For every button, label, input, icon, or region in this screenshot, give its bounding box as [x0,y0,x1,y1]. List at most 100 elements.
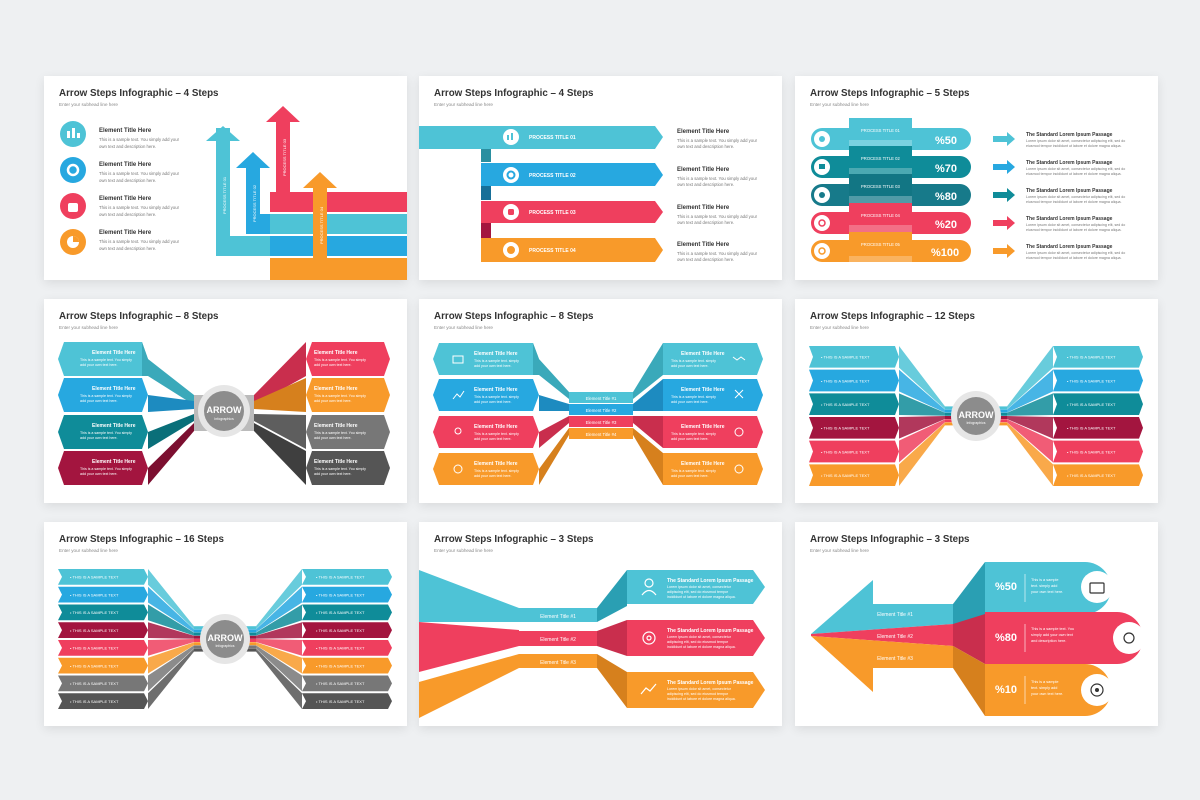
step-band [1053,369,1143,392]
slide-2[interactable]: Arrow Steps Infographic – 4 Steps Enter … [419,76,782,280]
svg-text:Element Title Here: Element Title Here [314,350,358,356]
svg-text:eiusmod tempor incididunt ut l: eiusmod tempor incididunt ut labore et d… [1026,228,1122,232]
step-band [58,586,148,603]
slide-subtitle: Enter your subhead line here [59,548,118,553]
svg-text:PROCESS TITLE 04: PROCESS TITLE 04 [861,213,900,218]
svg-text:%50: %50 [935,135,957,147]
svg-text:Element Title Here: Element Title Here [681,461,725,467]
step-band [58,622,148,638]
step-label: • THIS IS A SAMPLE TEXT [821,402,870,407]
slide-title: Arrow Steps Infographic – 5 Steps [810,88,970,99]
svg-text:Element Title Here: Element Title Here [314,459,358,465]
svg-text:%50: %50 [995,581,1017,593]
svg-text:This is a sample text. You sim: This is a sample text. You simply [314,467,366,471]
slide-subtitle: Enter your subhead line here [810,548,869,553]
briefcase-icon [819,164,825,169]
svg-text:PROCESS TITLE 02: PROCESS TITLE 02 [252,184,257,222]
step-label: • THIS IS A SAMPLE TEXT [821,378,870,383]
svg-text:Element Title Here: Element Title Here [677,242,730,248]
svg-text:eiusmod tempor incididunt ut l: eiusmod tempor incididunt ut labore et d… [1026,172,1122,176]
slide-title: Arrow Steps Infographic – 4 Steps [59,88,219,99]
svg-text:This is a sample: This is a sample [1031,680,1058,684]
svg-text:ARROW: ARROW [207,405,242,415]
svg-text:The Standard Lorem Ipsum Passa: The Standard Lorem Ipsum Passage [1026,160,1113,166]
target-icon [734,464,744,474]
step-band [58,693,148,709]
step-label: • THIS IS A SAMPLE TEXT [1067,355,1116,360]
target-icon [818,247,826,255]
svg-text:text. simply add: text. simply add [1031,584,1057,588]
svg-text:This is a sample text. You sim: This is a sample text. You simply [314,358,366,362]
slide-7[interactable]: Arrow Steps Infographic – 16 Steps Enter… [44,522,407,726]
svg-text:Element Title #1: Element Title #1 [586,396,617,401]
step-band [302,675,392,692]
handshake-icon [819,192,825,198]
target-icon [1090,683,1104,697]
svg-text:Lorem ipsum dolor sit amet, co: Lorem ipsum dolor sit amet, consectetur … [1026,167,1125,171]
step-label: • THIS IS A SAMPLE TEXT [316,699,365,704]
svg-text:Lorem ipsum dolor sit amet, co: Lorem ipsum dolor sit amet, consectetur [667,585,732,589]
slide4-graphic: ARROW Infographics Element Title Here Th… [58,342,390,485]
svg-text:Element Title #1: Element Title #1 [877,612,913,618]
slide-subtitle: Enter your subhead line here [810,102,869,107]
step-label: • THIS IS A SAMPLE TEXT [70,663,119,668]
svg-text:Lorem ipsum dolor sit amet, co: Lorem ipsum dolor sit amet, consectetur … [1026,251,1125,255]
slide6-graphic: • THIS IS A SAMPLE TEXT • THIS IS A SAMPL… [809,346,1143,486]
svg-text:PROCESS TITLE 03: PROCESS TITLE 03 [282,138,287,176]
step-band [809,440,899,463]
user-icon [454,427,462,435]
slide-title: Arrow Steps Infographic – 12 Steps [810,311,975,322]
svg-text:own text and description here.: own text and description here. [677,144,734,149]
svg-text:add your own text here.: add your own text here. [314,472,352,476]
step-band [58,569,148,585]
svg-text:Element Title #3: Element Title #3 [586,420,617,425]
svg-text:Element Title Here: Element Title Here [677,205,730,211]
svg-text:and description here.: and description here. [1031,639,1066,643]
svg-text:%80: %80 [995,632,1017,644]
svg-text:PROCESS TITLE 03: PROCESS TITLE 03 [529,210,576,216]
step-label: • THIS IS A SAMPLE TEXT [316,592,365,597]
svg-text:%100: %100 [931,247,959,259]
step-label: • THIS IS A SAMPLE TEXT [70,699,119,704]
slide-4[interactable]: Arrow Steps Infographic – 8 Steps Enter … [44,299,407,503]
target-icon [642,631,656,645]
slide2-graphic: PROCESS TITLE 01 PROCESS TITLE 02 PROCES… [419,126,758,262]
step-band [58,640,148,656]
svg-text:eiusmod tempor incididunt ut l: eiusmod tempor incididunt ut labore et d… [1026,256,1122,260]
svg-text:adipiscing elit, sed do eiusmo: adipiscing elit, sed do eiusmod tempor [667,640,729,644]
gear-icon [60,157,86,183]
slide-subtitle: Enter your subhead line here [434,325,493,330]
slide-1[interactable]: Arrow Steps Infographic – 4 Steps Enter … [44,76,407,280]
step-label: • THIS IS A SAMPLE TEXT [70,646,119,651]
slide8-graphic: Element Title #1 Element Title #2 Elemen… [419,570,765,718]
step-label: • THIS IS A SAMPLE TEXT [316,610,365,615]
slide-5[interactable]: Arrow Steps Infographic – 8 Steps Enter … [419,299,782,503]
svg-text:eiusmod tempor incididunt ut l: eiusmod tempor incididunt ut labore et d… [1026,144,1122,148]
pie-chart-icon [734,427,744,437]
arrow-center-badge [957,397,995,435]
svg-text:Infographics: Infographics [215,644,234,648]
svg-text:Element Title Here: Element Title Here [681,351,725,357]
svg-text:PROCESS TITLE 01: PROCESS TITLE 01 [861,128,900,133]
slide-3[interactable]: Arrow Steps Infographic – 5 Steps Enter … [795,76,1158,280]
slide-6[interactable]: Arrow Steps Infographic – 12 Steps Enter… [795,299,1158,503]
svg-text:The Standard Lorem Ipsum Passa: The Standard Lorem Ipsum Passage [1026,244,1113,250]
svg-text:PROCESS TITLE 04: PROCESS TITLE 04 [319,206,324,244]
svg-text:This is a sample text. You sim: This is a sample text. You simply [80,394,132,398]
svg-text:text. simply add: text. simply add [1031,686,1057,690]
svg-text:simply add your own text: simply add your own text [1031,633,1074,637]
svg-text:Element Title Here: Element Title Here [92,423,136,429]
svg-text:Lorem ipsum dolor sit amet, co: Lorem ipsum dolor sit amet, consectetur [667,635,732,639]
svg-text:PROCESS TITLE 05: PROCESS TITLE 05 [861,242,900,247]
step-band [58,657,148,674]
svg-text:add your own text here.: add your own text here. [80,436,118,440]
slide-subtitle: Enter your subhead line here [434,548,493,553]
svg-text:%80: %80 [935,191,957,203]
svg-text:Element Title Here: Element Title Here [474,351,518,357]
svg-text:own text and description here.: own text and description here. [99,144,156,149]
slide-8[interactable]: Arrow Steps Infographic – 3 Steps Enter … [419,522,782,726]
vertical-banner: PROCESS TITLE 01 PROCESS TITLE 02 PROCES… [849,118,912,266]
slide-9[interactable]: Arrow Steps Infographic – 3 Steps Enter … [795,522,1158,726]
svg-text:eiusmod tempor incididunt ut l: eiusmod tempor incididunt ut labore et d… [1026,200,1122,204]
svg-text:%10: %10 [995,684,1017,696]
